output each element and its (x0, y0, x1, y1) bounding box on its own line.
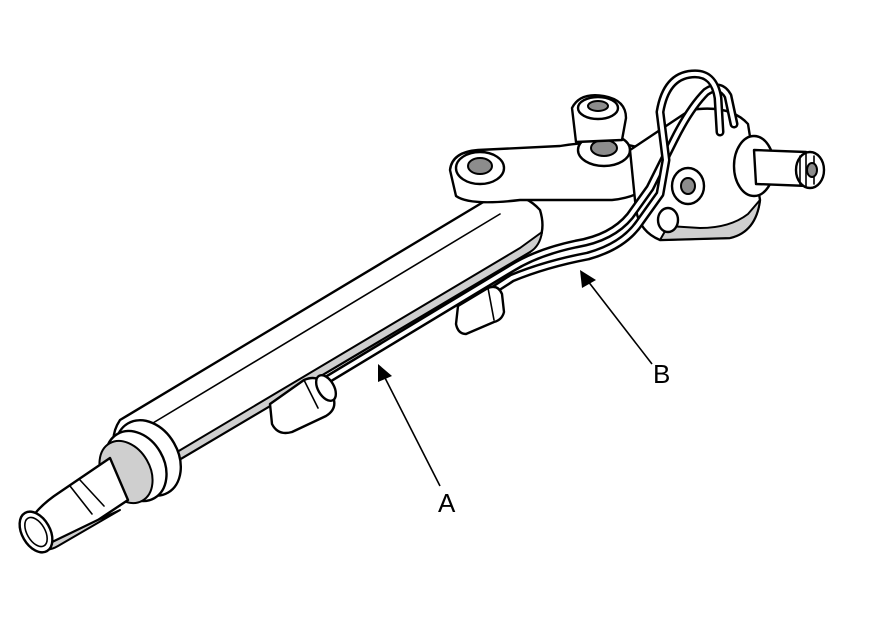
callout-label-a: A (438, 488, 456, 518)
rack-housing (112, 193, 544, 475)
callout-a: A (378, 364, 456, 518)
fluid-lines (315, 69, 739, 389)
pinion-shaft (732, 134, 826, 198)
callout-b: B (580, 270, 670, 389)
callout-label-b: B (653, 359, 670, 389)
tie-rod-end (18, 456, 130, 554)
pipe-clamps (268, 285, 506, 435)
